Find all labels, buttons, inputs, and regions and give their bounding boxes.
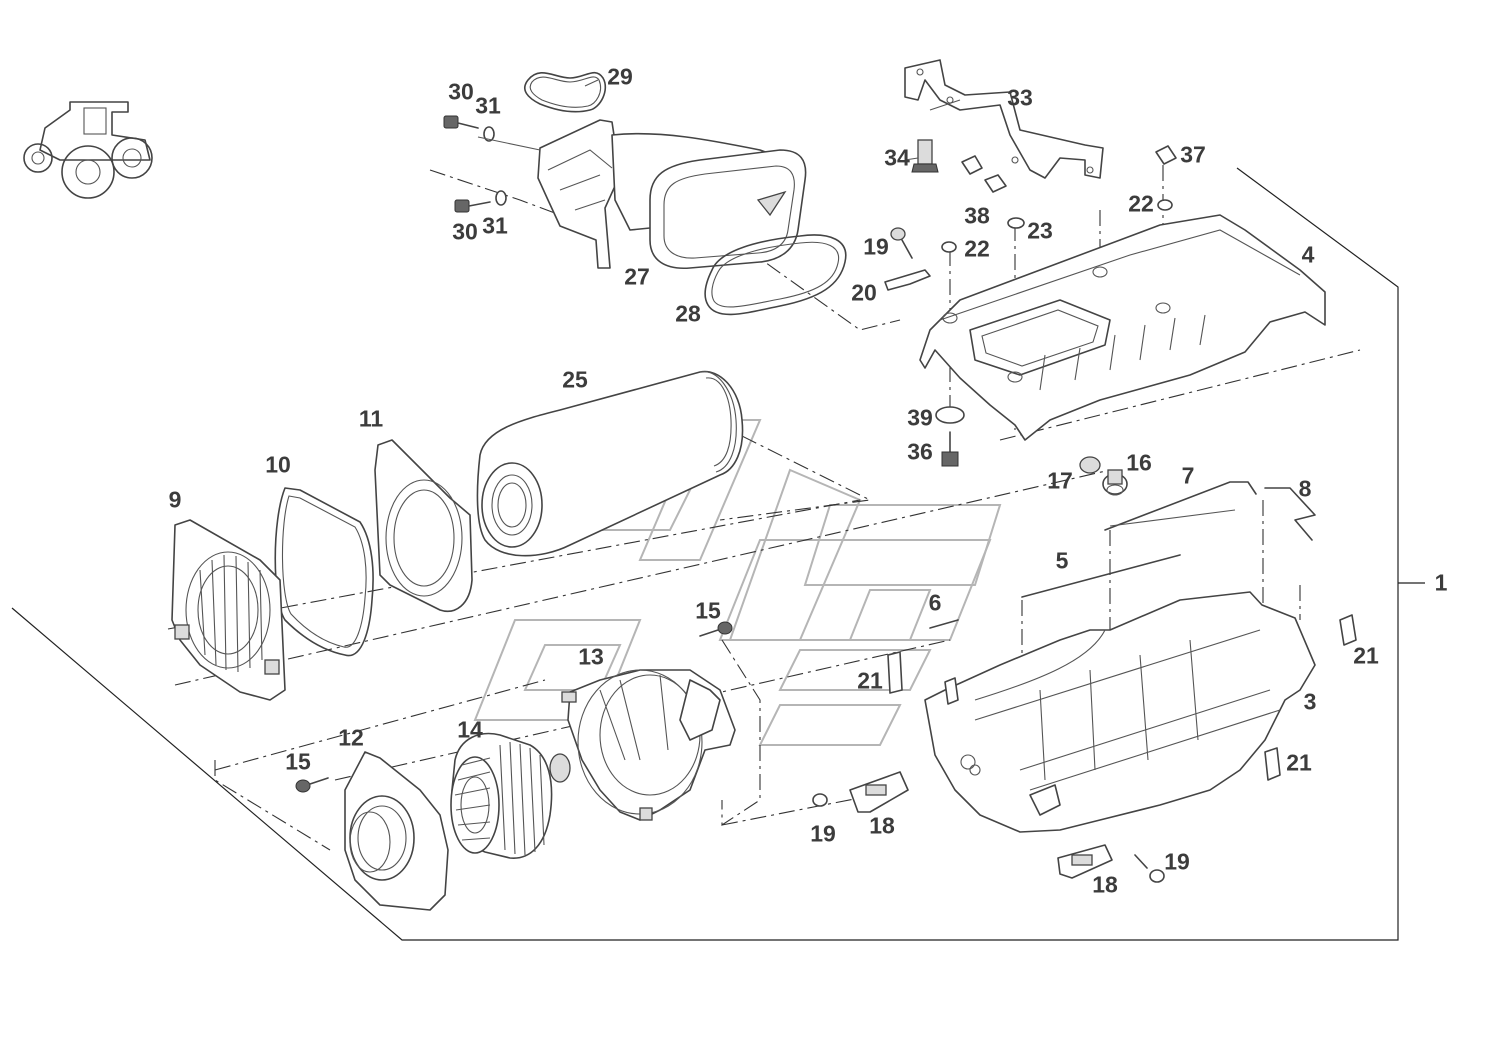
part-29-gasket	[524, 71, 607, 113]
callout-33: 33	[1007, 84, 1033, 111]
part-15-screw-lower	[295, 777, 329, 793]
callout-1: 1	[1434, 569, 1448, 596]
callout-30b: 30	[452, 218, 478, 245]
part-21-clip-right-upper	[1339, 614, 1357, 646]
callout-27: 27	[624, 263, 650, 290]
part-27-air-duct	[537, 119, 807, 269]
part-21-clip-left	[887, 651, 903, 694]
callout-21a: 21	[857, 667, 883, 694]
tractor-icon	[23, 101, 153, 199]
assembly-bracket-frame	[11, 167, 1425, 941]
callout-9: 9	[168, 486, 182, 513]
part-5-rod	[1021, 554, 1181, 598]
callout-19c: 19	[1164, 848, 1190, 875]
part-38-clip-nut	[961, 155, 1007, 193]
callout-8: 8	[1298, 475, 1312, 502]
part-18-latch-left	[849, 771, 909, 813]
part-7-rod	[1104, 481, 1257, 531]
part-36-screw	[941, 431, 959, 467]
callout-36: 36	[907, 438, 933, 465]
part-23-washer	[1007, 217, 1025, 229]
callout-7: 7	[1181, 462, 1195, 489]
part-39-washer	[935, 406, 965, 424]
callout-16: 16	[1126, 449, 1152, 476]
callout-22a: 22	[964, 235, 990, 262]
callout-14: 14	[457, 716, 483, 743]
callout-12: 12	[338, 724, 364, 751]
callout-6: 6	[928, 589, 942, 616]
callout-18b: 18	[1092, 871, 1118, 898]
callout-39: 39	[907, 404, 933, 431]
callout-leader-lines	[477, 79, 961, 161]
callout-34: 34	[884, 144, 910, 171]
callout-11: 11	[358, 405, 384, 432]
callout-3: 3	[1303, 688, 1317, 715]
callout-4: 4	[1301, 241, 1315, 268]
part-30-screw-upper	[443, 115, 495, 142]
callout-18a: 18	[869, 812, 895, 839]
callout-10: 10	[265, 451, 291, 478]
callout-31b: 31	[482, 212, 508, 239]
part-18-latch-right	[1057, 844, 1113, 879]
part-14-blower-wheel	[450, 732, 571, 859]
callout-21c: 21	[1286, 749, 1312, 776]
part-37-clip-nut	[1155, 145, 1177, 165]
callout-30a: 30	[448, 78, 474, 105]
part-22-nut-right	[1157, 199, 1173, 211]
callout-23: 23	[1027, 217, 1053, 244]
part-34-stud	[911, 139, 939, 173]
callout-19b: 19	[810, 820, 836, 847]
callout-13: 13	[578, 643, 604, 670]
callout-17: 17	[1047, 467, 1073, 494]
part-33-bracket	[904, 59, 1104, 179]
part-20-clip	[884, 269, 931, 291]
part-22-nut-left	[941, 241, 957, 253]
part-19-screw-right	[1134, 854, 1165, 883]
part-13-blower-housing	[561, 669, 736, 821]
callout-19a: 19	[863, 233, 889, 260]
part-17-cap	[1079, 456, 1101, 474]
callout-38: 38	[964, 202, 990, 229]
part-25-filter-cartridge	[476, 370, 744, 557]
callout-28: 28	[675, 300, 701, 327]
part-21-clip-right-lower	[1264, 747, 1281, 781]
part-19-screw-left	[812, 793, 828, 807]
part-9-front-cover	[171, 519, 286, 701]
callout-29: 29	[607, 63, 633, 90]
part-3-lower-housing	[924, 591, 1316, 833]
part-28-gasket	[704, 234, 847, 316]
callout-37: 37	[1180, 141, 1206, 168]
callout-15a: 15	[695, 597, 721, 624]
callout-21b: 21	[1353, 642, 1379, 669]
callout-25: 25	[562, 366, 588, 393]
part-15-screw-upper	[699, 621, 733, 637]
part-4-upper-housing	[919, 214, 1326, 441]
callout-15b: 15	[285, 748, 311, 775]
callout-5: 5	[1055, 547, 1069, 574]
part-6-pin	[929, 619, 959, 629]
part-30-screw-lower	[454, 190, 507, 213]
part-19-screw-upper	[890, 227, 913, 259]
part-11-filter-frame	[374, 439, 473, 612]
callout-20: 20	[851, 279, 877, 306]
callout-31a: 31	[475, 92, 501, 119]
part-12-motor-plate	[344, 751, 449, 911]
part-16-valve	[1102, 469, 1128, 496]
callout-22b: 22	[1128, 190, 1154, 217]
part-8-wire-clip	[1264, 487, 1316, 541]
